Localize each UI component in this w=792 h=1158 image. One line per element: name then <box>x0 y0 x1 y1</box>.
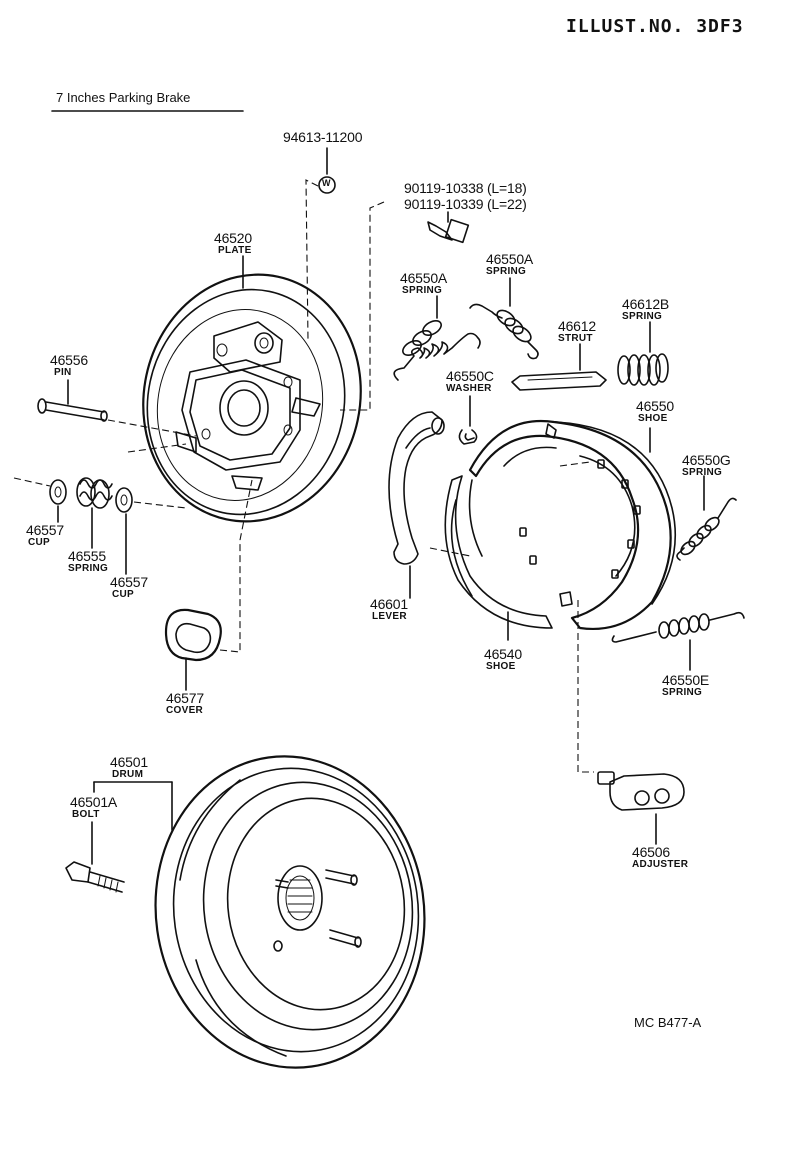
spring-a-right-name: SPRING <box>486 266 527 277</box>
cover-name: COVER <box>166 705 204 716</box>
part-number-90119-10339: 90119-10339 (L=22) <box>404 196 527 212</box>
backing-plate-drawing <box>142 273 362 523</box>
spring-g-name: SPRING <box>682 467 723 478</box>
washer-46550c-drawing <box>458 395 478 445</box>
spring-46550e-drawing <box>611 611 745 671</box>
drum-number: 46501 <box>110 754 148 770</box>
shoe-lower-name: SHOE <box>486 661 516 672</box>
washer-c-name: WASHER <box>446 383 492 394</box>
lever-number: 46601 <box>370 596 408 612</box>
part-number-90119-10338: 90119-10338 (L=18) <box>404 180 527 196</box>
cup-spring-cup-drawing <box>13 443 187 513</box>
plate-name: PLATE <box>218 245 252 256</box>
pin-name: PIN <box>54 367 72 378</box>
spring-46555-number: 46555 <box>68 548 106 564</box>
shoe-upper-name: SHOE <box>638 413 668 424</box>
cup-left-name: CUP <box>28 537 51 548</box>
spring-46612b-drawing <box>617 321 669 386</box>
shoe-lower-number: 46540 <box>484 646 522 662</box>
illustration-number: ILLUST.NO. 3DF3 <box>566 16 744 37</box>
brake-shoes-drawing <box>444 419 677 641</box>
cup-right-number: 46557 <box>110 574 148 590</box>
strut-number: 46612 <box>558 318 596 334</box>
pin-drawing <box>37 398 197 437</box>
adjuster-number: 46506 <box>632 844 670 860</box>
spring-e-number: 46550E <box>662 672 710 688</box>
washer-part-icon: W <box>322 178 331 188</box>
lever-drawing <box>388 411 471 599</box>
pin-number: 46556 <box>50 352 88 368</box>
plate-number: 46520 <box>214 230 252 246</box>
spring-g-number: 46550G <box>682 452 731 468</box>
diagram-title: 7 Inches Parking Brake <box>56 90 191 105</box>
spring-46550g-drawing <box>676 475 737 561</box>
cover-number: 46577 <box>166 690 204 706</box>
adjuster-drawing <box>577 600 685 845</box>
spring-b-number: 46612B <box>622 296 670 312</box>
spring-a-left-name: SPRING <box>402 285 443 296</box>
cover-drawing <box>164 479 253 662</box>
strut-drawing <box>511 343 607 391</box>
spring-b-name: SPRING <box>622 311 663 322</box>
drum-drawing <box>91 755 426 1069</box>
catalog-code: MC B477-A <box>634 1015 702 1030</box>
cup-left-number: 46557 <box>26 522 64 538</box>
leader-lines <box>57 255 244 691</box>
drum-bolt-number: 46501A <box>70 794 118 810</box>
washer-c-number: 46550C <box>446 368 494 384</box>
drum-bolt-drawing <box>65 861 125 893</box>
spring-a-right-number: 46550A <box>486 251 534 267</box>
drum-name: DRUM <box>112 769 144 780</box>
adjuster-name: ADJUSTER <box>632 859 689 870</box>
top-fasteners-drawing <box>305 147 470 411</box>
strut-name: STRUT <box>558 333 593 344</box>
spring-a-left-number: 46550A <box>400 270 448 286</box>
springs-46550a-drawing <box>393 277 539 381</box>
lever-name: LEVER <box>372 611 407 622</box>
part-number-94613-11200: 94613-11200 <box>283 129 363 145</box>
shoe-upper-number: 46550 <box>636 398 674 414</box>
spring-e-name: SPRING <box>662 687 703 698</box>
drum-bolt-name: BOLT <box>72 809 100 820</box>
spring-46555-name: SPRING <box>68 563 109 574</box>
cup-right-name: CUP <box>112 589 135 600</box>
